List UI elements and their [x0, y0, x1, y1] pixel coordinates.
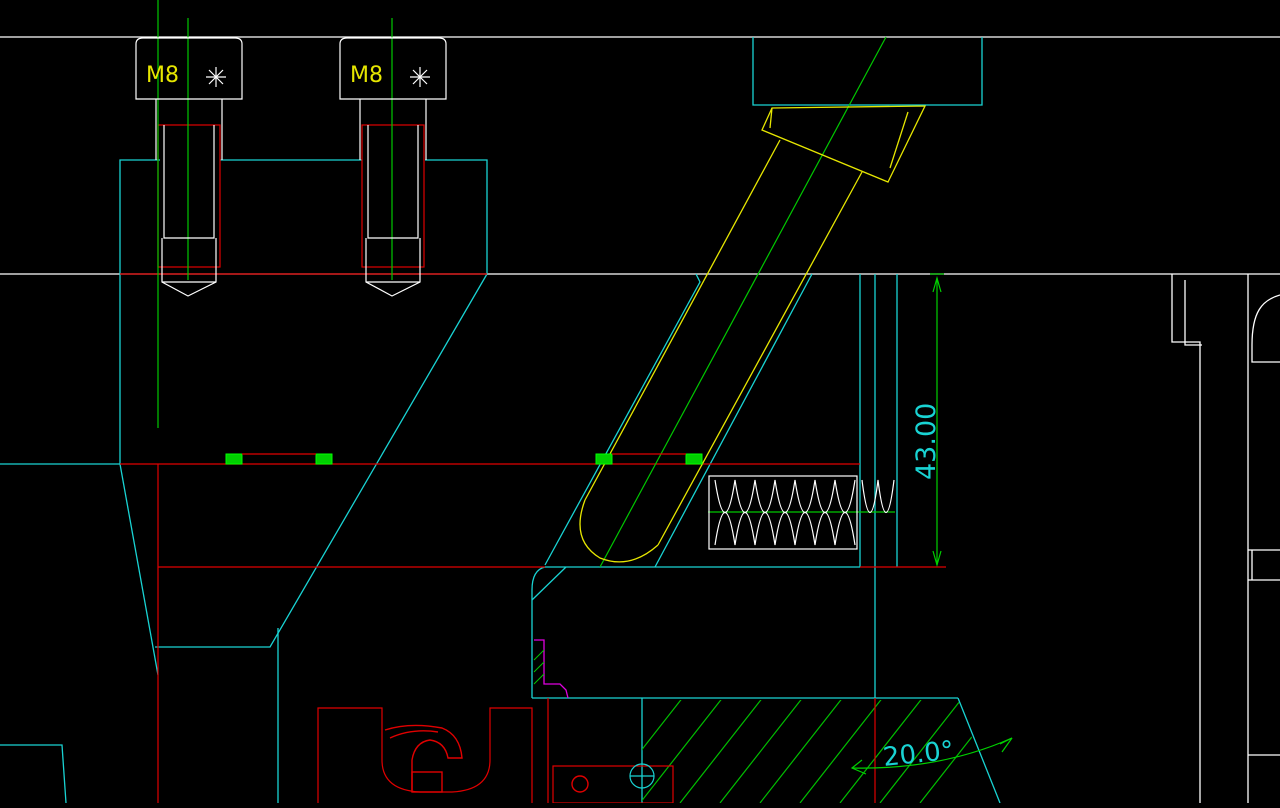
spring-icon: [708, 475, 895, 550]
plate-outlines: [0, 36, 1280, 803]
hatch-section: [642, 700, 996, 803]
angle-value: 20.0°: [882, 736, 956, 773]
pin-icon: [629, 763, 655, 789]
bolt-label-left: M8: [146, 63, 179, 88]
red-construction: [120, 124, 946, 804]
dimension-value: 43.00: [911, 403, 942, 480]
center-lines: [157, 0, 895, 568]
mold-plates: [0, 37, 1001, 804]
dimension-43: [930, 273, 944, 568]
bolt-head-icon: [135, 37, 447, 297]
hook-icon: [384, 724, 589, 793]
angle-pin-icon: [579, 105, 927, 563]
bolt-label-right: M8: [350, 63, 383, 88]
small-hatch: [533, 649, 545, 685]
magenta-detail: [534, 639, 569, 699]
marker-squares: [225, 453, 703, 465]
angle-arc: [850, 737, 1013, 775]
